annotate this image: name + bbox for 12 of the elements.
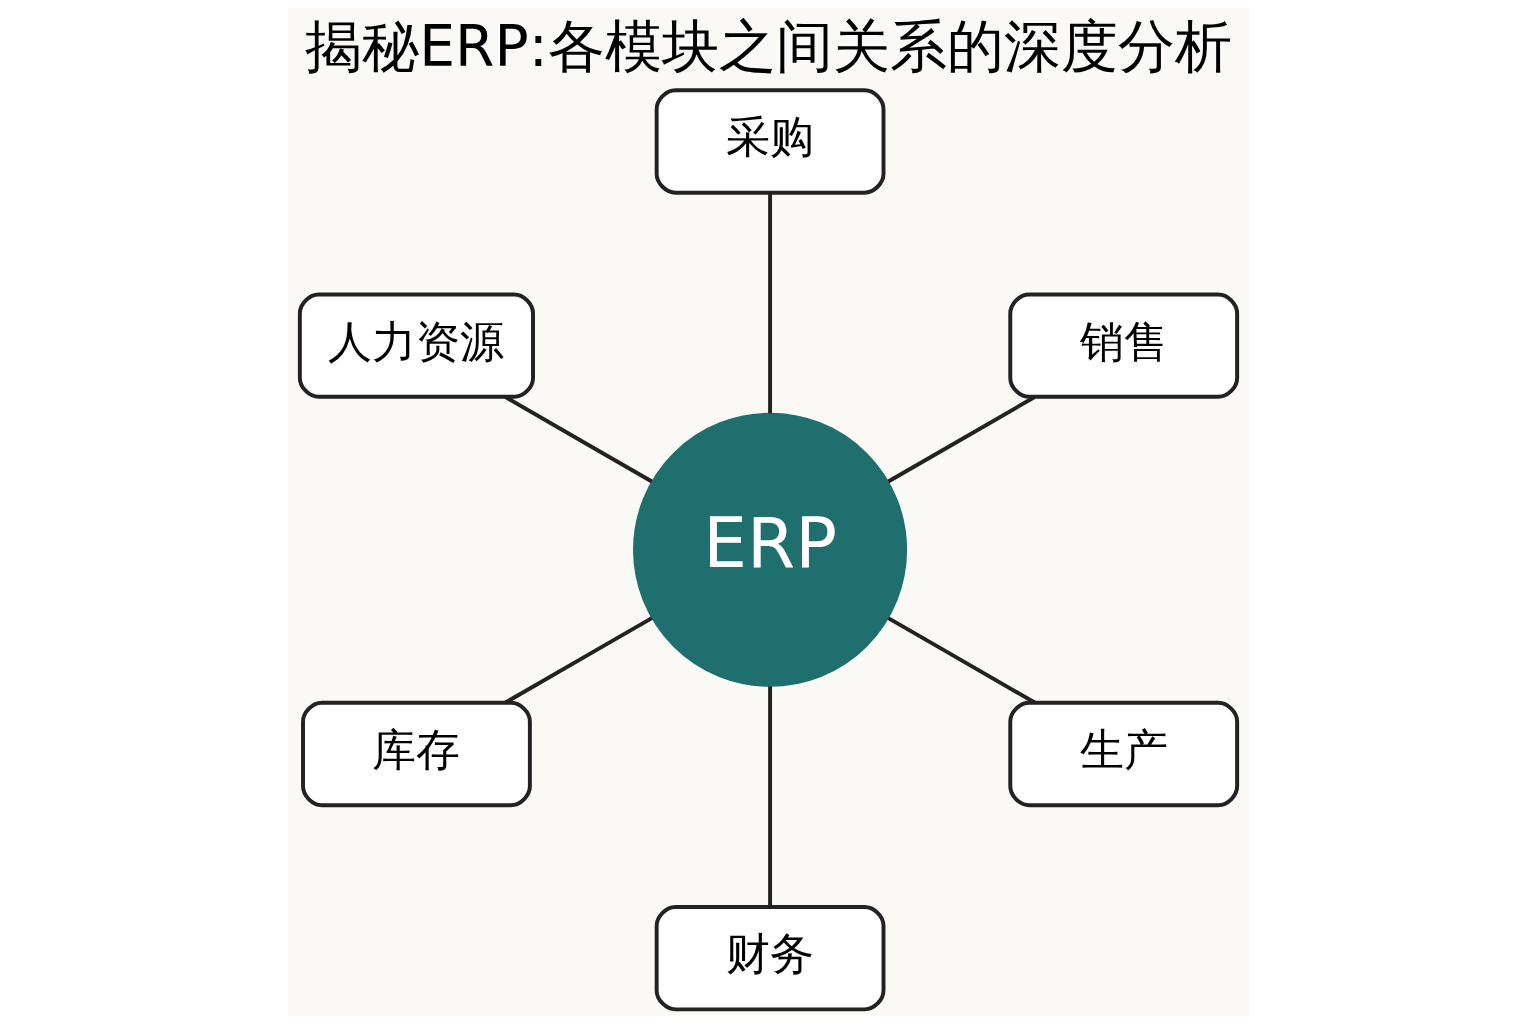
connector bbox=[504, 395, 653, 484]
node-box: 人力资源 bbox=[297, 292, 535, 399]
node-box: 财务 bbox=[654, 905, 885, 1012]
connector bbox=[767, 193, 772, 414]
node-box: 销售 bbox=[1007, 292, 1239, 399]
node-box: 生产 bbox=[1007, 700, 1239, 808]
node-box: 库存 bbox=[300, 700, 532, 808]
connector bbox=[886, 395, 1036, 484]
node-circle: ERP bbox=[632, 412, 907, 687]
node-box: 采购 bbox=[654, 88, 885, 195]
connector bbox=[767, 686, 772, 907]
diagram-title: 揭秘ERP:各模块之间关系的深度分析 bbox=[304, 13, 1232, 80]
